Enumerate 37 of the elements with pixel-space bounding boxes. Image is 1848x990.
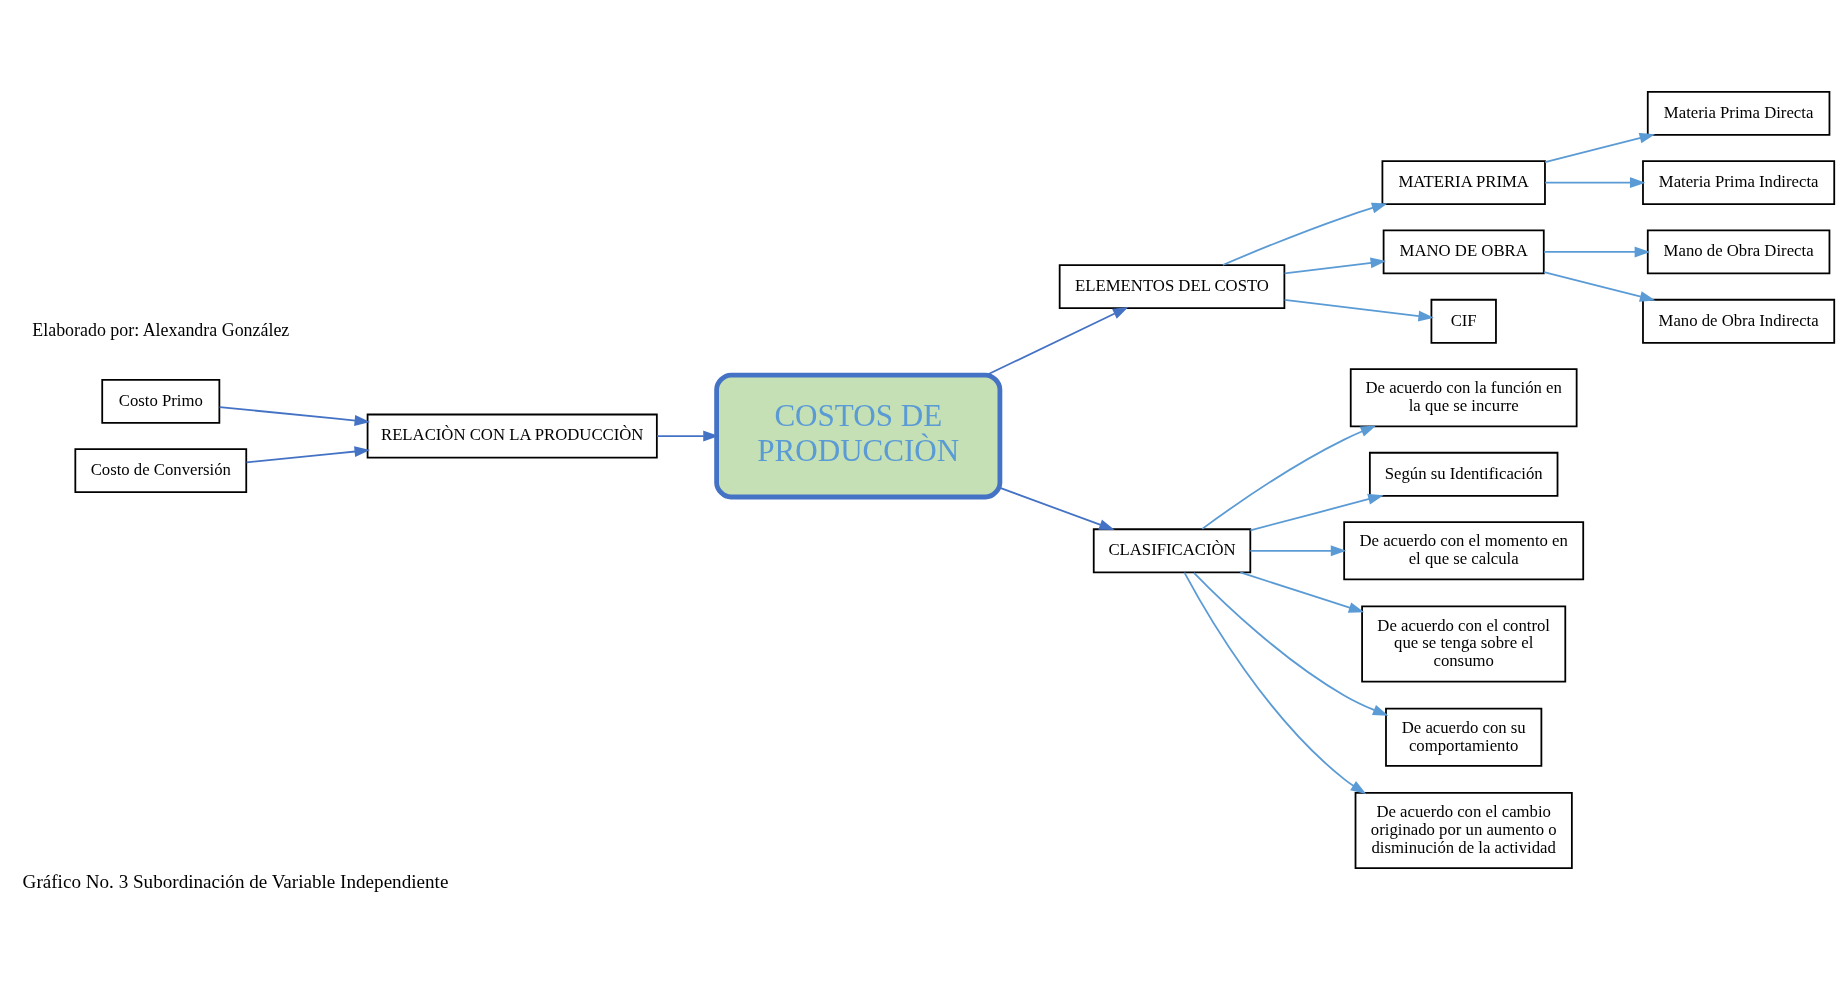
node-box: Según su Identificación [1368, 451, 1559, 497]
arrow [1544, 132, 1656, 163]
node-box: MATERIA PRIMA [1381, 159, 1546, 205]
node-box: De acuerdo con la función en la que se incurre [1349, 367, 1578, 427]
arrow [1183, 571, 1367, 794]
label: Elaborado por: Alexandra González [32, 319, 290, 340]
node-box: Materia Prima Directa [1646, 90, 1831, 136]
node-box: CLASIFICACIÒN [1092, 527, 1252, 573]
node-box: Materia Prima Indirecta [1642, 159, 1836, 205]
arrow [1283, 257, 1387, 274]
arrow [1544, 176, 1646, 188]
arrow [999, 486, 1115, 530]
node-box: RELACIÒN CON LA PRODUCCIÒN [366, 413, 658, 458]
node-box: COSTOS DE PRODUCCIÒN [714, 372, 1003, 499]
arrow [1249, 493, 1384, 531]
arrow [1543, 270, 1656, 302]
arrow [1543, 246, 1651, 257]
node-box: De acuerdo con su comportamiento [1385, 707, 1543, 767]
arrow [1239, 571, 1365, 613]
arrow [1283, 298, 1434, 321]
node-box: De acuerdo con el control que se tenga sobre el consumo [1361, 604, 1567, 683]
caption: Gráfico No. 3 Subordinación de Variable Independiente [22, 870, 449, 892]
node-box: MANO DE OBRA [1382, 229, 1545, 274]
node-box: De acuerdo con el cambio originado por un aumento o disminución de la actividad [1354, 791, 1573, 869]
arrow [1221, 202, 1388, 266]
node-box: ELEMENTOS DEL COSTO [1058, 263, 1286, 309]
node-box: Mano de Obra Directa [1646, 229, 1831, 274]
node-box: Mano de Obra Indirecta [1642, 298, 1836, 344]
node-box: Costo de Conversión [74, 447, 248, 493]
node-box: Costo Primo [101, 378, 221, 424]
arrow [1201, 425, 1377, 530]
node-box: De acuerdo con el momento en el que se calcula [1343, 520, 1585, 580]
arrow [1193, 571, 1389, 716]
node-box: CIF [1430, 298, 1497, 344]
arrow [245, 445, 371, 463]
arrow [1249, 544, 1347, 556]
arrow [218, 405, 371, 426]
